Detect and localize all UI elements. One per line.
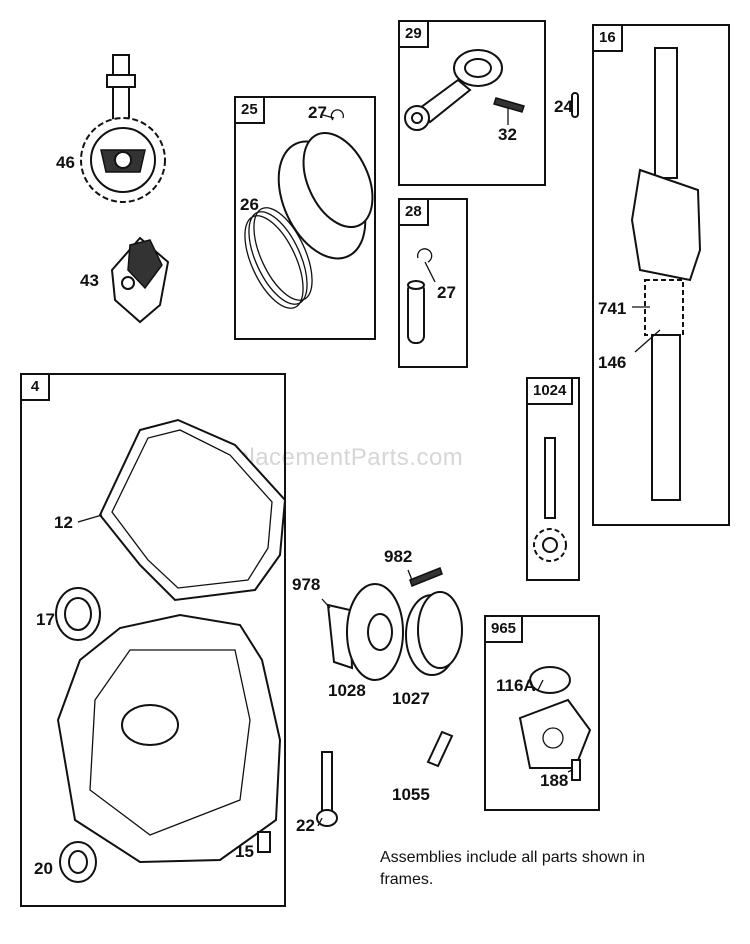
screw-982-part <box>409 567 443 587</box>
callout-43: 43 <box>80 271 99 290</box>
frame-label: 16 <box>592 24 623 52</box>
callout-27-pin: 27 <box>437 283 456 302</box>
callout-46: 46 <box>56 153 75 172</box>
crankshaft-frame: 16 <box>592 24 730 526</box>
piston-pin-frame: 28 <box>398 198 468 368</box>
frame-label: 25 <box>234 96 265 124</box>
callout-1055: 1055 <box>392 785 430 804</box>
callout-32: 32 <box>498 125 517 144</box>
key-part <box>571 92 579 118</box>
callout-188: 188 <box>540 771 569 790</box>
frame-label: 29 <box>398 20 429 48</box>
connecting-rod-part <box>404 49 525 131</box>
seal-part <box>59 841 97 883</box>
callout-146: 146 <box>598 353 627 372</box>
cover-part <box>518 698 592 769</box>
pump-gasket-part <box>326 603 354 670</box>
piston-pin-part <box>407 248 433 344</box>
bearing-part <box>55 587 101 641</box>
callout-741: 741 <box>598 299 627 318</box>
governor-part <box>110 236 170 324</box>
callout-26: 26 <box>240 195 259 214</box>
rotor-part <box>405 591 463 676</box>
governor-gear-frame: 1024 <box>526 377 580 581</box>
governor-gear-part <box>533 437 567 562</box>
callout-116a: 116A <box>496 676 536 695</box>
cam-gear-part <box>80 54 166 203</box>
callout-27-piston: 27 <box>308 103 327 122</box>
oil-pump-part <box>346 583 404 681</box>
leader-lines <box>77 108 661 827</box>
connecting-rod-frame: 29 <box>398 20 546 186</box>
callout-15: 15 <box>235 842 254 861</box>
sump-assembly-frame: 4 <box>20 373 286 907</box>
callout-1027: 1027 <box>392 689 430 708</box>
callout-20: 20 <box>34 859 53 878</box>
frame-label: 28 <box>398 198 429 226</box>
callout-1028: 1028 <box>328 681 366 700</box>
callout-978: 978 <box>292 575 321 594</box>
plug-part <box>257 831 271 853</box>
piston-part <box>244 109 374 309</box>
frame-label: 965 <box>484 615 524 643</box>
bolt-part <box>316 751 338 827</box>
callout-17: 17 <box>36 610 55 629</box>
frame-label: 1024 <box>526 377 574 405</box>
callout-24: 24 <box>554 97 573 116</box>
callout-12: 12 <box>54 513 73 532</box>
cover-assembly-frame: 965 <box>484 615 600 811</box>
callout-22: 22 <box>296 816 315 835</box>
pin-1055-part <box>426 730 454 768</box>
frame-label: 4 <box>20 373 50 401</box>
assemblies-note: Assemblies include all parts shown in fr… <box>380 849 646 888</box>
sump-housing-part <box>56 613 282 864</box>
piston-assembly-frame: 25 <box>234 96 376 340</box>
crankshaft-part <box>630 47 702 501</box>
callout-982: 982 <box>384 547 413 566</box>
